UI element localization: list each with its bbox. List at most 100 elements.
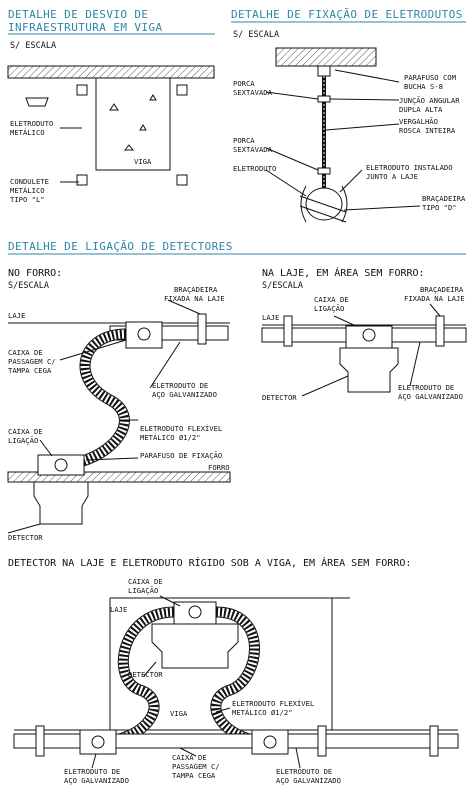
- viga-connection-box: [173, 601, 217, 625]
- fixacao-leader-porca-2: [265, 147, 319, 171]
- forro-label-detector: DETECTOR: [8, 533, 43, 542]
- forro-bracket: [197, 313, 207, 345]
- forro-leader-eletroduto: [149, 341, 181, 389]
- forro-leader-bracadeira: [167, 299, 201, 315]
- desvio-condulete-top-right: [176, 84, 188, 96]
- viga-bracket-2: [317, 725, 327, 757]
- viga-label-caixa-passagem-1: CAIXA DE: [172, 753, 207, 762]
- fixacao-hex-nut-upper: [317, 95, 331, 103]
- fixacao-leader-porca-1: [265, 91, 319, 100]
- viga-label-caixa-1: CAIXA DE: [128, 577, 163, 586]
- forro-label-flexivel-1: ELETRODUTO FLEXÍVEL: [140, 424, 222, 433]
- viga-label-flexivel-1: ELETRODUTO FLEXÍVEL: [232, 699, 314, 708]
- viga-flexible-left: [99, 607, 175, 747]
- viga-label-detector: DETECTOR: [128, 670, 163, 679]
- viga-bracket-3: [429, 725, 439, 757]
- fixacao-scale: S/ ESCALA: [233, 30, 279, 40]
- fixacao-label-instalado-2: JUNTO A LAJE: [366, 172, 418, 181]
- fixacao-label-porca2-2: SEXTAVADA: [233, 145, 273, 154]
- viga-detector-icon: [151, 623, 239, 669]
- fixacao-panel: DETALHE DE FIXAÇÃO DE ELETRODUTOS S/ ESC…: [231, 8, 466, 223]
- viga-flexible-right: [211, 607, 269, 747]
- fixacao-leader-eletroduto: [265, 169, 307, 197]
- laje-leader-bracadeira: [429, 303, 441, 317]
- forro-flexible-conduit: [78, 329, 129, 467]
- desvio-beam: [95, 77, 171, 171]
- forro-label-laje: LAJE: [8, 311, 25, 320]
- forro-junction-box-cover: [137, 327, 151, 341]
- forro-label-parafuso: PARAFUSO DE FIXAÇÃO: [140, 451, 222, 460]
- fixacao-label-eletroduto: ELETRODUTO: [233, 164, 276, 173]
- forro-label-eletroduto-aco-1: ELETRODUTO DE: [152, 381, 208, 390]
- fixacao-slab: [275, 47, 377, 67]
- viga-leader-caixa-passagem: [179, 747, 197, 757]
- viga-label-caixa-2: LIGAÇÃO: [128, 586, 158, 595]
- desvio-detector-icon: [25, 97, 49, 107]
- forro-connection-box-port: [54, 458, 68, 472]
- laje-scale: S/ESCALA: [262, 281, 303, 291]
- forro-leader-caixa-ligacao: [39, 439, 53, 457]
- forro-label-caixa-ligacao-1: CAIXA DE: [8, 427, 43, 436]
- laje-heading: NA LAJE, EM ÁREA SEM FORRO:: [262, 266, 425, 279]
- fixacao-leader-juncao: [329, 98, 400, 101]
- forro-label-caixa-passagem-2: PASSAGEM C/: [8, 357, 56, 366]
- fixacao-label-vergalhao-1: VERGALHÃO: [399, 117, 438, 126]
- forro-junction-box: [125, 321, 163, 349]
- viga-box-right-port: [263, 735, 277, 749]
- viga-label-caixa-passagem-2: PASSAGEM C/: [172, 762, 220, 771]
- viga-heading: DETECTOR NA LAJE E ELETRODUTO RÍGIDO SOB…: [8, 556, 411, 569]
- laje-label-caixa-1: CAIXA DE: [314, 295, 349, 304]
- desvio-title-line1: DETALHE DE DESVIO DE: [8, 8, 148, 21]
- desvio-label-condulete-2: METÁLICO: [10, 186, 45, 195]
- viga-label-flexivel-2: METÁLICO Ø1/2": [232, 708, 293, 717]
- viga-leader-flexivel: [215, 707, 231, 713]
- forro-label-bracadeira-2: FIXADA NA LAJE: [164, 294, 225, 303]
- forro-heading: NO FORRO:: [8, 268, 62, 279]
- laje-bracket-right: [435, 315, 445, 347]
- viga-box-left-port: [91, 735, 105, 749]
- fixacao-leader-vergalhao: [325, 123, 400, 131]
- fixacao-leader-bracadeira: [343, 205, 421, 211]
- desvio-slab: [7, 65, 215, 79]
- viga-box-right: [251, 729, 289, 755]
- forro-label-caixa-passagem-1: CAIXA DE: [8, 348, 43, 357]
- desvio-label-viga: VIGA: [134, 157, 152, 166]
- desvio-label-eletroduto-2: METÁLICO: [10, 128, 45, 137]
- desvio-title-line2: INFRAESTRUTURA EM VIGA: [8, 21, 163, 34]
- forro-label-eletroduto-aco-2: AÇO GALVANIZADO: [152, 390, 217, 399]
- forro-label-caixa-passagem-3: TAMPA CEGA: [8, 366, 52, 375]
- viga-label-laje: LAJE: [110, 605, 127, 614]
- desvio-label-eletroduto-1: ELETRODUTO: [10, 119, 53, 128]
- fixacao-label-bracadeira-1: BRAÇADEIRA: [422, 194, 466, 203]
- viga-panel: DETECTOR NA LAJE E ELETRODUTO RÍGIDO SOB…: [8, 556, 459, 785]
- fixacao-label-bracadeira-2: TIPO "D": [422, 203, 457, 212]
- forro-label-forro: FORRO: [208, 463, 230, 472]
- fixacao-leader-instalado: [339, 169, 363, 193]
- viga-label-eletroduto-esq-2: AÇO GALVANIZADO: [64, 776, 129, 785]
- laje-label-detector: DETECTOR: [262, 393, 297, 402]
- laje-leader-caixa: [333, 315, 357, 327]
- viga-connection-box-port: [188, 605, 202, 619]
- laje-leader-eletroduto: [409, 341, 421, 387]
- fixacao-label-porca1-2: SEXTAVADA: [233, 88, 273, 97]
- laje-label-caixa-2: LIGAÇÃO: [314, 304, 344, 313]
- fixacao-label-instalado-1: ELETRODUTO INSTALADO: [366, 163, 453, 172]
- fixacao-label-vergalhao-2: ROSCA INTEIRA: [399, 126, 456, 135]
- fixacao-label-porca2-1: PORCA: [233, 136, 255, 145]
- viga-label-eletroduto-dir-1: ELETRODUTO DE: [276, 767, 332, 776]
- viga-label-caixa-passagem-3: TAMPA CEGA: [172, 771, 216, 780]
- fixacao-title: DETALHE DE FIXAÇÃO DE ELETRODUTOS: [231, 8, 463, 21]
- forro-label-bracadeira-1: BRAÇADEIRA: [174, 285, 218, 294]
- viga-conduit-rigid: [13, 733, 459, 749]
- viga-label-viga: VIGA: [170, 709, 188, 718]
- desvio-scale: S/ ESCALA: [10, 41, 56, 51]
- viga-leader-detector: [143, 661, 157, 677]
- laje-label-laje: LAJE: [262, 313, 279, 322]
- forro-detector-icon: [33, 481, 89, 525]
- viga-leader-caixa: [159, 595, 181, 607]
- desvio-beam-concrete-marks: [109, 94, 157, 151]
- fixacao-label-juncao-2: DUPLA ALTA: [399, 105, 443, 114]
- forro-leader-detector: [7, 523, 41, 534]
- desvio-condulete-top-left: [76, 84, 88, 96]
